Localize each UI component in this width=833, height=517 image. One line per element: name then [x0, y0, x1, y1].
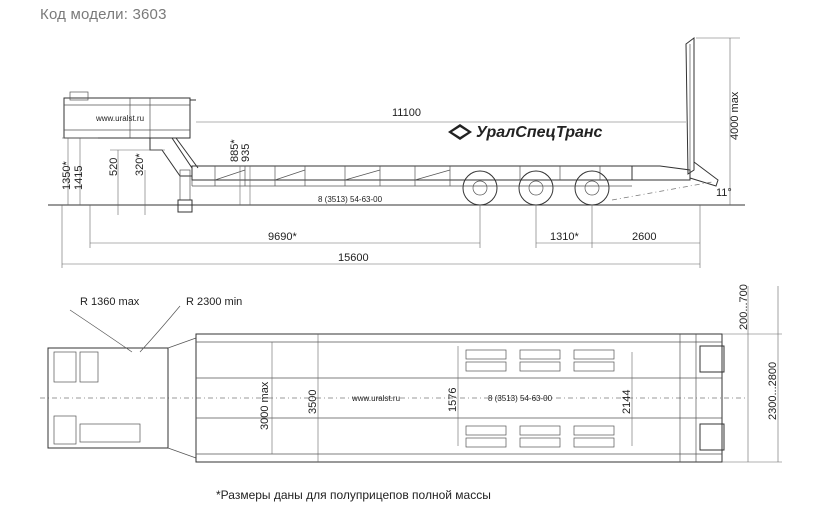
- dim-1415: 1415: [73, 166, 85, 190]
- dim-ramp-height: 4000 max: [729, 91, 741, 140]
- footnote: *Размеры даны для полуприцепов полной ма…: [216, 488, 491, 502]
- dim-3000: 3000 max: [259, 381, 271, 430]
- model-code-title: Код модели: 3603: [40, 6, 167, 23]
- axle-pads: [465, 349, 615, 448]
- top-view: R 1360 max R 2300 min www.uralst.ru 8 (3…: [40, 284, 782, 463]
- radius-1360-arc: [69, 309, 133, 353]
- dim-ramp-angle: 11°: [716, 187, 732, 199]
- dim-overall-length: 15600: [338, 252, 369, 264]
- dim-deck-length: 11100: [392, 107, 421, 119]
- deck: [191, 165, 691, 187]
- dim-1576: 1576: [447, 388, 459, 412]
- side-view: УралСпецТранс www.uralst.ru 8 (3513) 54-…: [48, 37, 745, 268]
- dim-3500: 3500: [307, 390, 319, 414]
- dim-520: 520: [108, 158, 120, 176]
- side-website: www.uralst.ru: [95, 114, 144, 123]
- gooseneck: [63, 91, 199, 213]
- brand-logo: УралСпецТранс: [448, 124, 603, 141]
- deck-top: [195, 333, 723, 463]
- top-website: www.uralst.ru: [351, 394, 400, 403]
- dim-885: 885*: [229, 139, 241, 162]
- top-phone: 8 (3513) 54-63-00: [488, 394, 553, 403]
- dim-1310: 1310*: [550, 231, 579, 243]
- rear-ramp: [611, 37, 719, 201]
- dim-200-700: 200...700: [738, 284, 750, 330]
- dim-2144: 2144: [621, 390, 633, 414]
- headboard: [63, 97, 191, 139]
- dim-320: 320*: [134, 153, 146, 176]
- dim-2600: 2600: [632, 231, 656, 243]
- wheels: [462, 170, 610, 206]
- side-phone: 8 (3513) 54-63-00: [318, 195, 383, 204]
- dim-r2300: R 2300 min: [186, 296, 242, 308]
- brand-name: УралСпецТранс: [476, 124, 603, 141]
- radius-2300-arc: [139, 305, 181, 353]
- dim-935: 935: [240, 144, 252, 162]
- dim-9690: 9690*: [268, 231, 297, 243]
- dim-2300-2800: 2300...2800: [767, 362, 779, 420]
- gooseneck-top: [47, 347, 169, 449]
- dim-1350: 1350*: [61, 161, 73, 190]
- dim-r1360: R 1360 max: [80, 296, 140, 308]
